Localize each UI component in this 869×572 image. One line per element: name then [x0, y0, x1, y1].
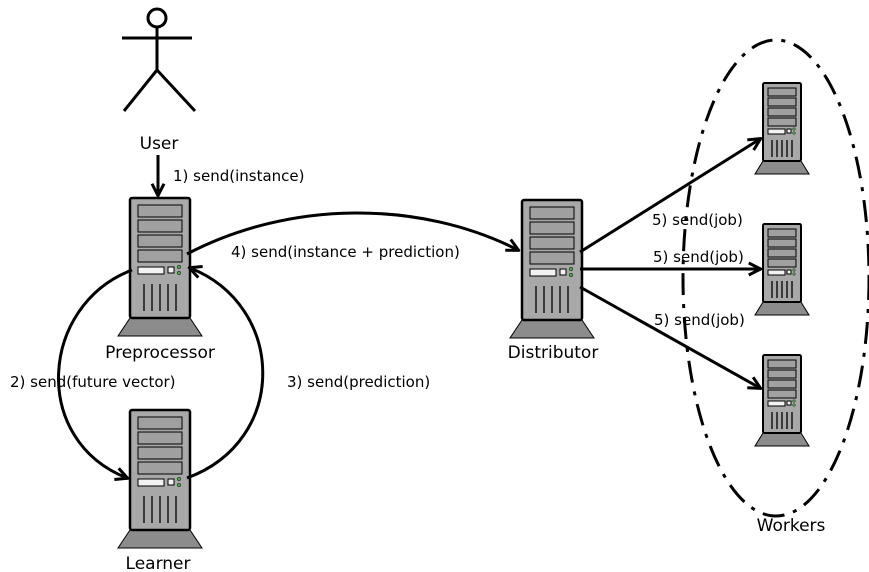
worker-server-icon-2: [754, 223, 810, 316]
learner-server-icon: [116, 408, 204, 550]
preprocessor-label: Preprocessor: [105, 343, 215, 363]
edge-label-send-instance: 1) send(instance): [173, 167, 304, 185]
edge-label-send-job-3: 5) send(job): [654, 311, 745, 329]
edge-label-send-prediction: 3) send(prediction): [287, 373, 430, 391]
edge-label-send-instance-prediction: 4) send(instance + prediction): [231, 243, 460, 261]
workers-group-boundary: [681, 38, 869, 518]
user-label: User: [140, 134, 179, 154]
edge-send-job-3: [579, 285, 760, 388]
edge-send-instance-prediction: [186, 211, 518, 256]
worker-server-icon-3: [754, 354, 810, 447]
edge-send-job-1: [579, 139, 760, 254]
preprocessor-server-icon: [116, 196, 204, 338]
edge-send-prediction: [187, 268, 265, 480]
edge-send-future-vector: [57, 268, 133, 478]
workers-label: Workers: [757, 516, 826, 536]
edge-label-send-job-1: 5) send(job): [652, 211, 743, 229]
edge-label-send-future-vector: 2) send(future vector): [10, 373, 176, 391]
distributor-label: Distributor: [508, 343, 599, 363]
worker-server-icon-1: [754, 82, 810, 175]
learner-label: Learner: [126, 554, 191, 572]
edge-label-send-job-2: 5) send(job): [653, 248, 744, 266]
user-actor-icon: [122, 7, 197, 113]
